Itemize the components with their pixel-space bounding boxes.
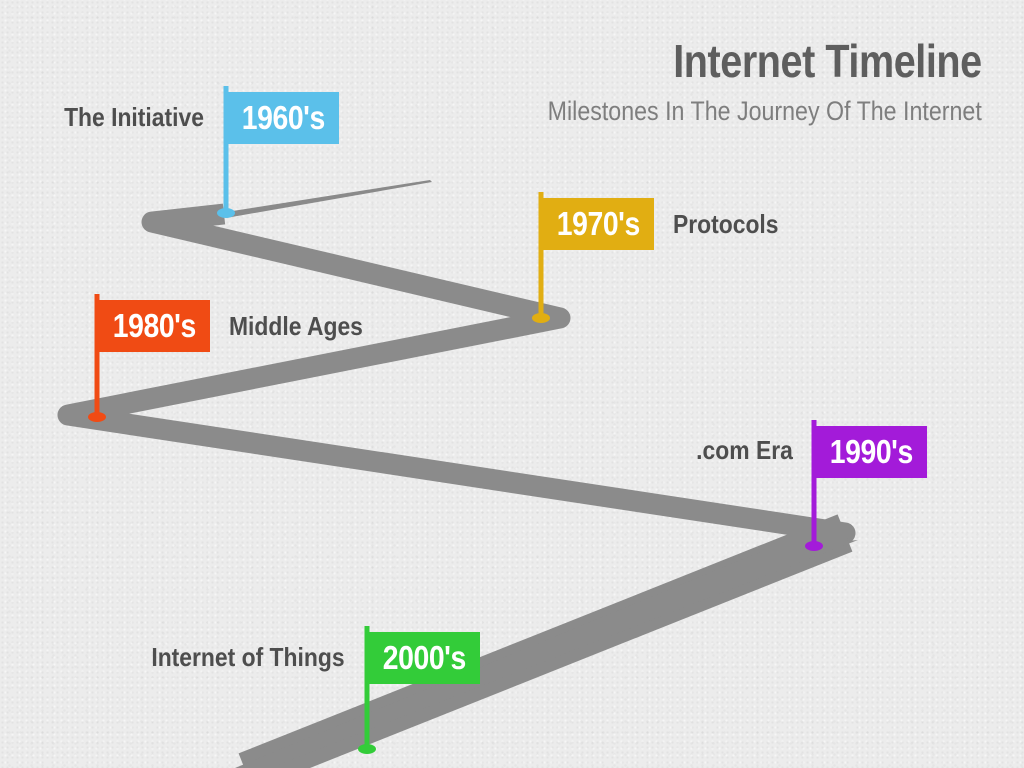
flag-1960s: 1960's xyxy=(228,92,339,144)
flag-1970s: 1970's xyxy=(543,198,654,250)
road-tail xyxy=(226,180,432,218)
pole-1980 xyxy=(88,294,106,422)
flag-1990s: 1990's xyxy=(816,426,927,478)
milestone-label-com-era: .com Era xyxy=(696,435,793,465)
flag-2000s: 2000's xyxy=(369,632,480,684)
page-title: Internet Timeline xyxy=(673,35,982,87)
milestone-label-protocols: Protocols xyxy=(673,209,779,239)
flag-1960s-label: 1960's xyxy=(241,99,326,136)
pole-1970 xyxy=(532,192,550,323)
milestone-label-initiative: The Initiative xyxy=(64,102,204,132)
flag-1980s: 1980's xyxy=(99,300,210,352)
pole-2000 xyxy=(358,626,376,754)
pole-1990 xyxy=(805,420,823,551)
flag-1970s-label: 1970's xyxy=(556,205,641,242)
milestone-label-middle-ages: Middle Ages xyxy=(229,311,363,341)
road-lower-fill xyxy=(235,540,858,768)
milestone-label-internet-of-things: Internet of Things xyxy=(151,642,345,672)
flag-1990s-label: 1990's xyxy=(829,433,914,470)
flag-1980s-label: 1980's xyxy=(112,307,197,344)
flag-2000s-label: 2000's xyxy=(382,639,467,676)
pole-1960 xyxy=(217,86,235,218)
page-subtitle: Milestones In The Journey Of The Interne… xyxy=(547,96,982,126)
